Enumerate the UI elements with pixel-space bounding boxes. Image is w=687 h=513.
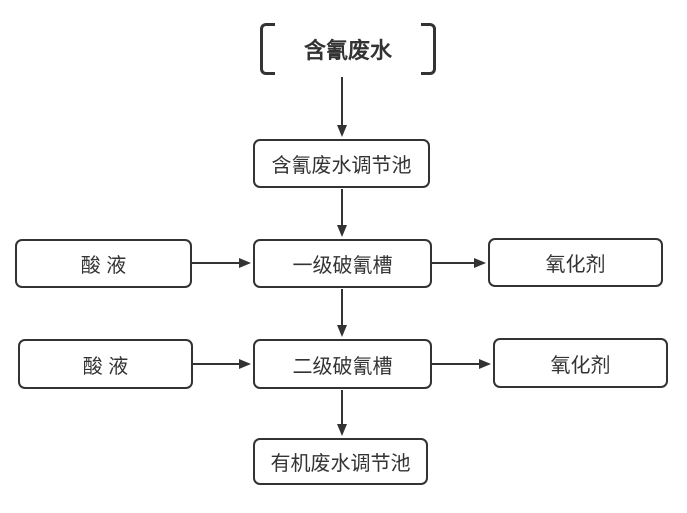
node-label: 酸 液 bbox=[80, 255, 127, 277]
right-bracket-icon bbox=[421, 23, 436, 75]
node-source: 含氰废水 bbox=[260, 23, 436, 75]
left-bracket-icon bbox=[260, 23, 275, 75]
node-label: 含氰废水 bbox=[303, 38, 392, 63]
node-label: 酸 液 bbox=[82, 355, 129, 378]
node-break1: 一级破氰槽 bbox=[253, 239, 432, 288]
node-break2: 二级破氰槽 bbox=[253, 339, 432, 389]
node-oxidant1: 氧化剂 bbox=[488, 238, 663, 287]
node-label: 有机废水调节池 bbox=[270, 453, 411, 475]
node-label: 氧化剂 bbox=[545, 254, 606, 276]
node-tank2: 有机废水调节池 bbox=[253, 438, 428, 485]
node-label: 二级破氰槽 bbox=[292, 355, 393, 378]
node-label: 一级破氰槽 bbox=[292, 255, 393, 277]
node-acid1: 酸 液 bbox=[15, 239, 192, 288]
node-oxidant2: 氧化剂 bbox=[493, 338, 668, 388]
node-label: 含氰废水调节池 bbox=[271, 155, 412, 177]
node-tank1: 含氰废水调节池 bbox=[253, 139, 430, 188]
node-acid2: 酸 液 bbox=[18, 339, 193, 389]
node-label: 氧化剂 bbox=[550, 354, 611, 377]
